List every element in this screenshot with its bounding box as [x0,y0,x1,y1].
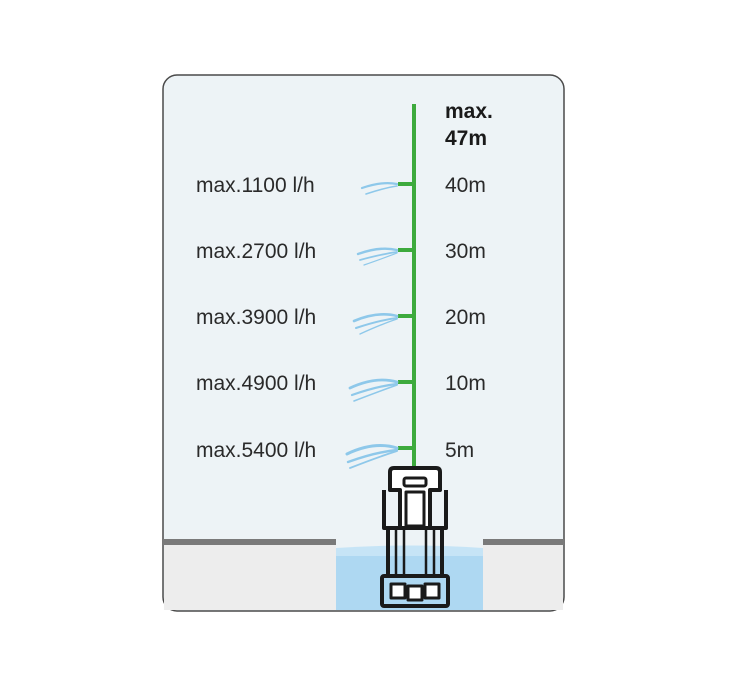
height-label-5m: 5m [445,439,474,462]
pipe-ticks [398,182,414,450]
spray-icon-30m [356,247,399,266]
spray-icon-10m [348,378,399,402]
height-label-10m: 10m [445,372,486,395]
flow-label-5m: max.5400 l/h [196,439,316,462]
max-height-label-line1: max. [445,100,493,123]
submersible-pump-icon [380,466,450,608]
ground-left [164,543,336,610]
water-sprays [345,182,399,469]
height-label-40m: 40m [445,174,486,197]
diagram-panel [162,74,565,612]
spray-icon-40m [360,182,399,195]
height-label-30m: 30m [445,240,486,263]
water-surface [336,545,483,556]
max-height-label-line2: 47m [445,127,487,150]
flow-label-30m: max.2700 l/h [196,240,316,263]
ground-right [483,543,563,610]
spray-icon-20m [352,313,399,335]
flow-label-20m: max.3900 l/h [196,306,316,329]
flow-label-10m: max.4900 l/h [196,372,316,395]
height-label-20m: 20m [445,306,486,329]
spray-icon-5m [345,444,399,469]
flow-label-40m: max.1100 l/h [196,174,315,197]
